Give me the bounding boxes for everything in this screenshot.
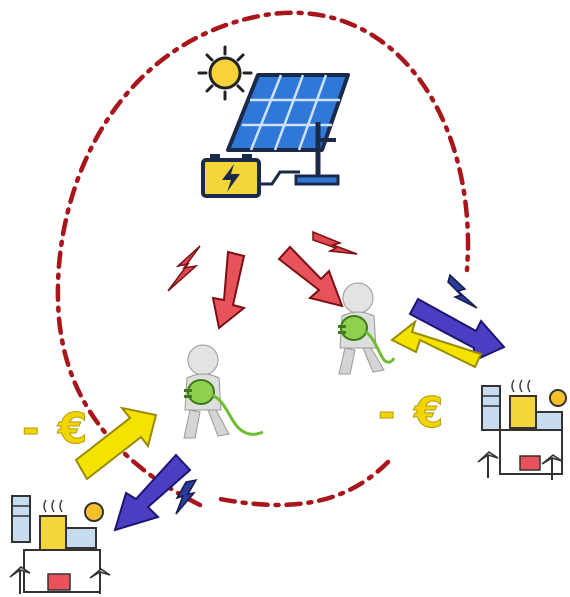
energy-arrow-left xyxy=(211,250,247,330)
energy-arrow-right xyxy=(277,245,344,308)
community-loop xyxy=(55,10,471,508)
cost-label-right: - € xyxy=(377,388,446,438)
lightning-icon xyxy=(167,245,201,292)
power-plant-icon xyxy=(477,379,567,480)
person-with-plug-icon xyxy=(338,282,396,375)
lightning-icon xyxy=(175,478,198,515)
power-plant-icon xyxy=(9,495,111,594)
buy-arrow-right xyxy=(390,319,483,369)
battery-icon xyxy=(201,154,300,198)
solar-panel-icon xyxy=(226,73,350,186)
person-with-plug-icon xyxy=(183,344,264,439)
cost-label-left: - € xyxy=(21,404,90,454)
buy-arrow-left xyxy=(74,406,158,481)
lightning-icon xyxy=(447,273,478,309)
sun-icon xyxy=(197,45,253,101)
sell-arrow-right xyxy=(408,297,506,363)
sell-arrow-left xyxy=(113,453,192,532)
lightning-icon xyxy=(312,230,358,255)
